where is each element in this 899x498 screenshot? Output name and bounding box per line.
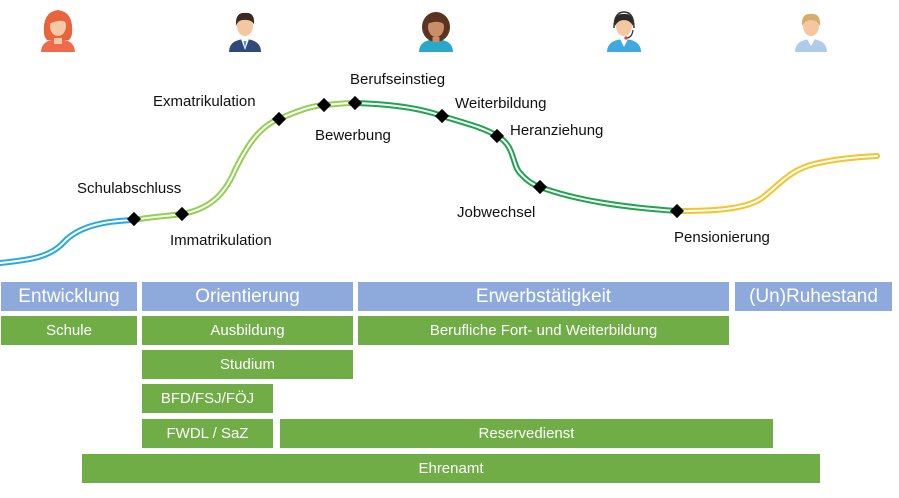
milestone-marker-schulabschluss: [126, 211, 142, 227]
milestone-marker-weiterbildung: [434, 108, 450, 124]
activity-studium: Studium: [142, 350, 353, 379]
phase-ruhestand: (Un)Ruhestand: [735, 282, 892, 311]
milestone-marker-pensionierung: [669, 203, 685, 219]
avatar-young-man-icon: [229, 12, 261, 52]
milestone-marker-jobwechsel: [532, 179, 548, 195]
milestone-marker-heranziehung: [489, 128, 505, 144]
avatar-girl-icon: [41, 10, 75, 52]
milestone-marker-exmatrikulation: [271, 111, 287, 127]
milestone-label-bewerbung: Bewerbung: [315, 127, 391, 144]
avatar-woman-icon: [419, 12, 453, 52]
milestone-label-exmatrikulation: Exmatrikulation: [153, 93, 256, 110]
activity-ausbildung: Ausbildung: [142, 316, 353, 345]
milestone-markers: [126, 95, 685, 227]
activity-ehrenamt: Ehrenamt: [82, 454, 820, 483]
milestone-label-weiterbildung: Weiterbildung: [455, 95, 546, 112]
milestone-label-jobwechsel: Jobwechsel: [457, 204, 535, 221]
phase-erwerbstaetigkeit: Erwerbstätigkeit: [358, 282, 729, 311]
phase-entwicklung: Entwicklung: [1, 282, 137, 311]
milestone-label-berufseinstieg: Berufseinstieg: [350, 71, 445, 88]
milestone-marker-immatrikulation: [174, 206, 190, 222]
phase-orientierung: Orientierung: [142, 282, 353, 311]
activity-fortbildung: Berufliche Fort- und Weiterbildung: [358, 316, 729, 345]
milestone-label-schulabschluss: Schulabschluss: [77, 180, 181, 197]
activity-schule: Schule: [1, 316, 137, 345]
milestone-label-pensionierung: Pensionierung: [674, 229, 770, 246]
milestone-label-immatrikulation: Immatrikulation: [170, 232, 272, 249]
activity-freiwilligendienst: BFD/FSJ/FÖJ: [142, 384, 273, 413]
milestone-marker-berufseinstieg: [347, 95, 363, 111]
activity-fwdl: FWDL / SaZ: [142, 419, 273, 448]
avatar-older-man-icon: [795, 13, 827, 52]
avatar-man-headset-icon: [607, 11, 641, 52]
activity-reservedienst: Reservedienst: [280, 419, 773, 448]
milestone-marker-bewerbung: [316, 97, 332, 113]
milestone-label-heranziehung: Heranziehung: [510, 122, 603, 139]
